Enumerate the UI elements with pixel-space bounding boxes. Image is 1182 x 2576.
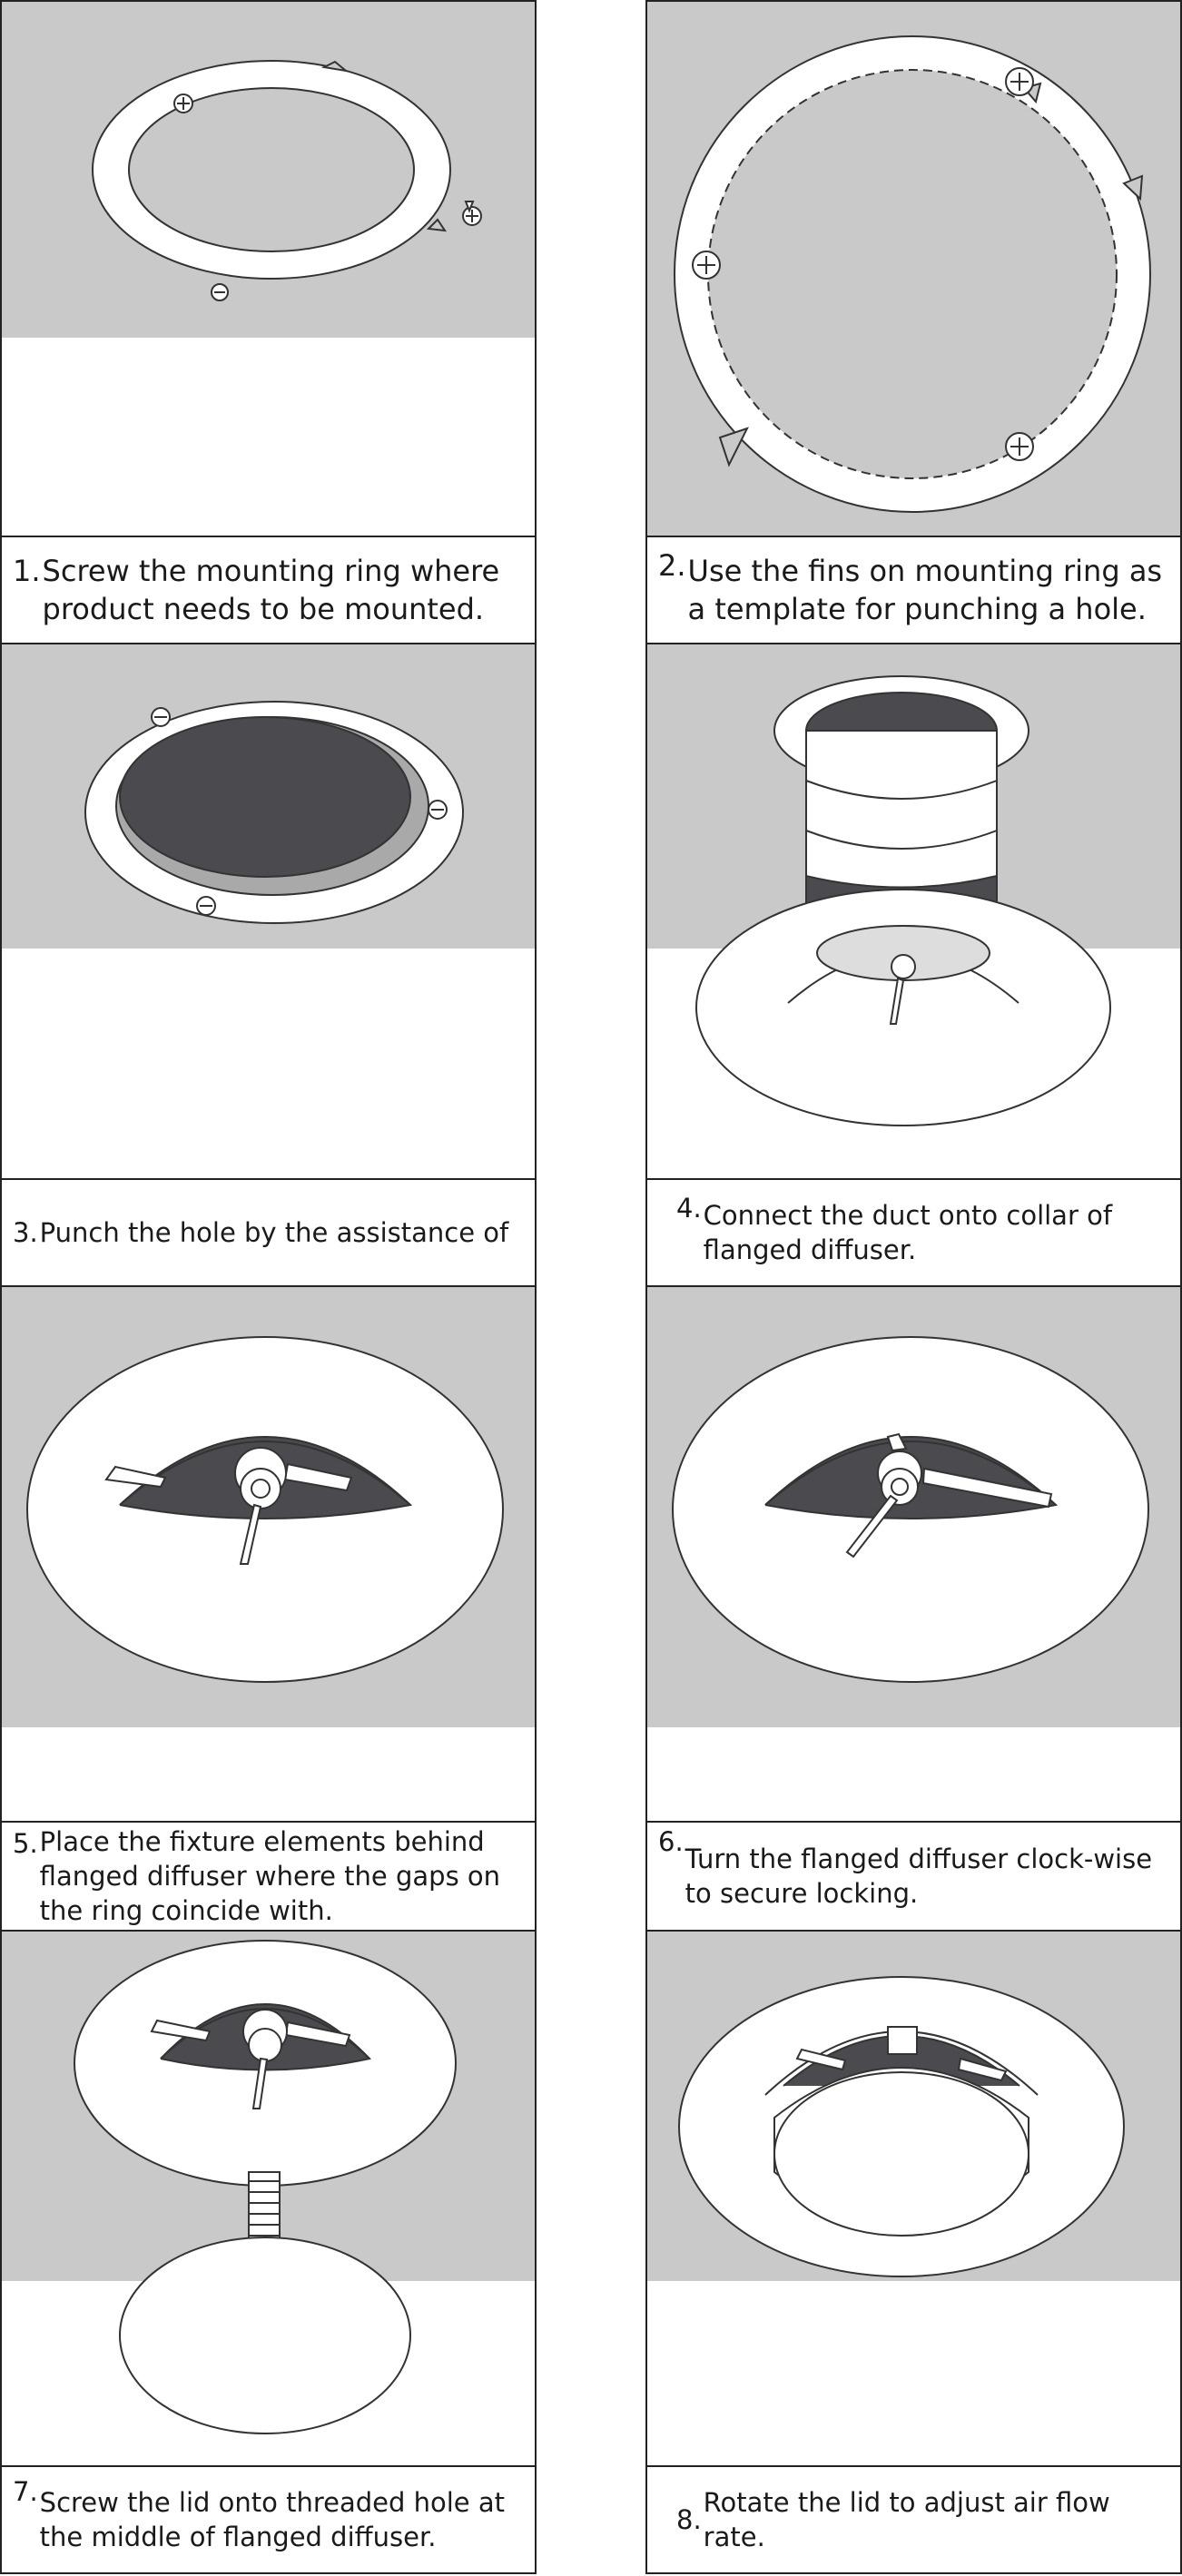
step-text: Connect the duct onto collar of flanged … (703, 1199, 1113, 1265)
step-5-illustration (0, 1285, 537, 1823)
step-6-illustration (645, 1285, 1182, 1823)
step-number: 3. (13, 1217, 38, 1248)
mounting-ring (91, 60, 452, 280)
step-text: Punch the hole by the assistance of (39, 1216, 509, 1248)
screw-icon (173, 93, 482, 301)
screw-icon (151, 707, 448, 916)
mounting-ring (84, 701, 464, 924)
step-number: 1. (13, 554, 41, 588)
mounting-ring (674, 35, 1151, 513)
lid (119, 2171, 411, 2434)
step-number: 8. (676, 2504, 702, 2535)
flanged-diffuser (26, 1336, 504, 1683)
duct (773, 675, 1029, 927)
screw-icon (692, 67, 1034, 461)
step-2-illustration (645, 0, 1182, 537)
step-number: 2. (658, 548, 686, 583)
step-text: Turn the flanged diffuser clock-wise to … (685, 1843, 1153, 1909)
step-1-illustration (0, 0, 537, 537)
step-number: 5. (13, 1828, 38, 1859)
step-text: Rotate the lid to adjust air flow rate. (703, 2486, 1110, 2552)
step-8-caption: 8. Rotate the lid to adjust air flow rat… (645, 2465, 1182, 2574)
flanged-diffuser (74, 1940, 457, 2187)
step-text: Use the fins on mounting ring as a templ… (687, 553, 1163, 626)
step-7-caption: 7. Screw the lid onto threaded hole at t… (0, 2465, 537, 2574)
step-text: Screw the mounting ring where product ne… (42, 553, 500, 626)
flanged-diffuser (672, 1336, 1149, 1683)
step-number: 7. (13, 2476, 38, 2507)
step-3-caption: 3. Punch the hole by the assistance of (0, 1178, 537, 1287)
step-text: Screw the lid onto threaded hole at the … (39, 2486, 506, 2552)
step-5-caption: 5. Place the fixture elements behind fla… (0, 1821, 537, 1932)
step-1-caption: 1. Screw the mounting ring where product… (0, 536, 537, 644)
step-number: 4. (676, 1193, 702, 1224)
step-6-caption: 6. Turn the flanged diffuser clock-wise … (645, 1821, 1182, 1932)
step-7-illustration (0, 1930, 537, 2467)
step-4-illustration (645, 643, 1182, 1180)
lid (773, 2067, 1029, 2237)
step-4-caption: 4. Connect the duct onto collar of flang… (645, 1178, 1182, 1287)
step-8-illustration (645, 1930, 1182, 2467)
step-3-illustration (0, 643, 537, 1180)
step-2-caption: 2. Use the fins on mounting ring as a te… (645, 536, 1182, 644)
step-text: Place the fixture elements behind flange… (39, 1825, 501, 1927)
flanged-diffuser (695, 889, 1111, 1126)
step-number: 6. (658, 1826, 684, 1857)
